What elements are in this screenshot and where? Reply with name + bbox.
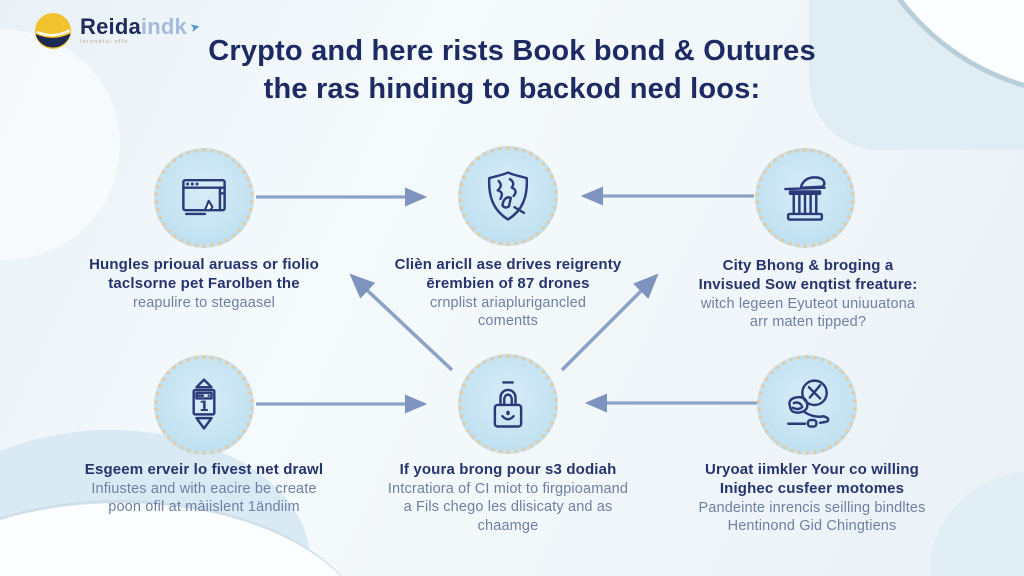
node-caption-bank: City Bhong & broging a Invisued Sow enqt… <box>652 257 964 332</box>
caption-light-line: crnplist ariaplurigancled <box>429 294 587 311</box>
calendar-stepper-icon: 1 <box>192 378 216 430</box>
caption-light-line: arr maten tipped? <box>749 314 867 331</box>
node-caption-crossed: Uryoat iimkler Your co willing Inighec c… <box>652 461 972 536</box>
caption-bold-line: taclsorne pet Farolben the <box>108 274 300 292</box>
padlock-icon <box>493 381 523 428</box>
caption-light-line: Pandeinte inrencis seilling bindltes <box>698 499 926 516</box>
node-circle-padlock <box>458 354 558 454</box>
caption-bold-line: If youra brong pour s3 dodiah <box>399 461 617 478</box>
node-caption-browser: Hungles prioual aruass or fiolio taclsor… <box>50 256 358 312</box>
caption-bold-line: Clièn aricll ase drives reigrenty <box>394 256 622 273</box>
logo-brand-secondary: indk <box>140 14 187 40</box>
caption-bold-line: Inighec cusfeer motomes <box>719 479 905 497</box>
node-circle-browser <box>154 148 254 248</box>
caption-light-line: Intcratiora of CI miot to firgpioamand <box>387 480 629 497</box>
caption-light-line: Infiustes and with eacire be create <box>91 480 317 497</box>
node-circle-calendar: 1 <box>154 355 254 455</box>
node-caption-calendar: Esgeem erveir lo fivest net drawl Infius… <box>46 461 362 517</box>
caption-bold-line: Hungles prioual aruass or fiolio <box>89 256 319 273</box>
title-line-1: Crypto and here rists Book bond & Outure… <box>208 35 816 67</box>
svg-text:1: 1 <box>199 399 209 415</box>
logo-tagline: Intondtul offo <box>80 39 129 46</box>
caption-bold-line: Invisued Sow enqtist freature: <box>698 275 918 293</box>
logo-emblem-icon <box>35 13 71 49</box>
caption-light-line: reapulire to stegaasel <box>133 294 275 311</box>
page-title: Crypto and here rists Book bond & Outure… <box>152 33 872 108</box>
shield-icon <box>487 171 529 221</box>
logo-brand-primary: Reida <box>80 14 141 40</box>
caption-bold-line: City Bhong & broging a <box>722 257 894 274</box>
caption-light-line: chaamge <box>477 517 539 534</box>
caption-bold-line: ērembien of 87 drones <box>426 274 590 292</box>
caption-light-line: comentts <box>477 313 539 330</box>
node-circle-bank <box>755 148 855 248</box>
caption-light-line: poon ofil at màiislent 1ändiim <box>108 499 300 516</box>
caption-bold-line: Uryoat iimkler Your co willing <box>705 461 919 478</box>
caption-bold-line: Esgeem erveir lo fivest net drawl <box>84 461 324 478</box>
caption-light-line: a Fils chego les dlisicaty and as <box>403 499 613 516</box>
node-caption-shield: Clièn aricll ase drives reigrenty ērembi… <box>354 256 662 331</box>
node-caption-padlock: If youra brong pour s3 dodiah Intcratior… <box>350 461 666 535</box>
decorative-left-circle <box>0 30 120 260</box>
bank-building-icon <box>784 176 826 221</box>
caption-light-line: Hentinond Gid Chingtiens <box>727 518 897 535</box>
caption-light-line: witch legeen Eyuteot uniuuatona <box>700 295 916 312</box>
crossed-circle-icon <box>787 379 830 428</box>
browser-window-icon <box>182 178 226 216</box>
node-circle-shield <box>458 146 558 246</box>
title-line-2: the ras hinding to backod ned loos: <box>263 72 761 105</box>
node-circle-crossed <box>757 355 857 455</box>
